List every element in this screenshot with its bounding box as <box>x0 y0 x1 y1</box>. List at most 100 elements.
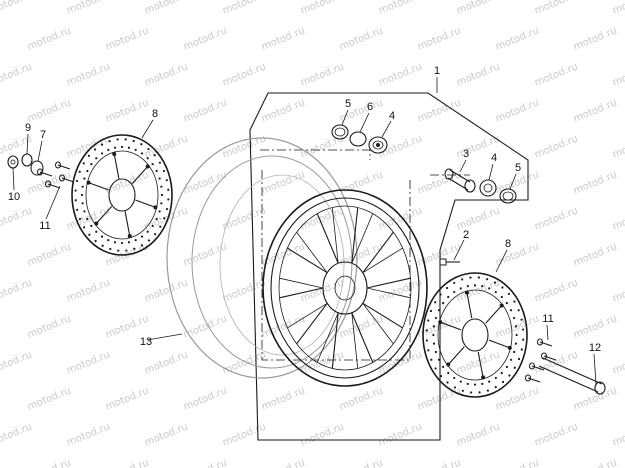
disc-hole <box>160 193 164 197</box>
watermark-text: motod.ru <box>26 313 73 340</box>
watermark-text: motod.ru <box>26 97 73 124</box>
disc-hole <box>159 225 162 228</box>
watermark-text: motod.ru <box>104 25 151 52</box>
disc-hole <box>439 374 443 378</box>
watermark-text: motod.ru <box>299 277 346 304</box>
disc-hole <box>442 302 445 305</box>
disc-bolt <box>481 375 486 380</box>
carrier-arm <box>131 166 149 184</box>
disc-hole <box>107 239 110 242</box>
circlip-right <box>499 188 517 204</box>
disc-hole <box>81 202 84 205</box>
carrier-arm <box>113 153 120 179</box>
spoke-line <box>316 213 339 264</box>
watermark-text: motod.ru <box>0 277 34 304</box>
disc-hole <box>133 247 136 250</box>
watermark-text: motod.ru <box>455 0 502 17</box>
disc-hole <box>93 148 97 151</box>
callout-labels: 1 5 6 4 8 9 7 10 11 13 2 3 4 5 8 11 12 <box>8 65 601 354</box>
watermark-text: motod.ru <box>0 349 34 376</box>
oil-seal <box>30 160 44 176</box>
watermark-text: motod.ru <box>104 457 151 468</box>
disc-hole <box>113 146 117 149</box>
watermark-text: motod.ru <box>494 97 541 124</box>
disc-hole <box>83 177 86 180</box>
disc-hole <box>134 148 137 151</box>
carrier-arm <box>485 305 503 324</box>
disc-hole <box>432 342 436 345</box>
watermark-text: motod.ru <box>0 0 34 17</box>
disc-hole <box>432 333 435 337</box>
watermark-text: motod.ru <box>572 169 619 196</box>
disc-hole <box>160 202 163 205</box>
disc-bolt <box>145 164 150 169</box>
disc-hole <box>501 380 505 384</box>
spoke-line <box>287 302 328 329</box>
watermark-text: motod.ru <box>416 25 463 52</box>
disc-right-carrier <box>425 276 525 394</box>
disc-hole <box>74 189 77 192</box>
disc-hole <box>453 386 456 389</box>
watermark-text: motod.ru <box>299 61 346 88</box>
disc-hole <box>430 358 433 361</box>
disc-hole <box>108 140 111 143</box>
disc-hole <box>88 233 91 236</box>
disc-hole <box>86 217 89 221</box>
disc-hole <box>488 287 491 290</box>
watermark-text: motod.ru <box>182 169 229 196</box>
watermark-text: motod.ru <box>143 0 190 17</box>
disc-hole <box>95 157 98 160</box>
callout-circlip-right: 5 <box>515 162 521 174</box>
watermark-text: motod.ru <box>260 169 307 196</box>
callout-spacer: 3 <box>463 148 469 160</box>
disc-hole <box>500 371 503 375</box>
watermark-text: motod.ru <box>572 25 619 52</box>
disc-hole <box>140 143 143 146</box>
disc-hole <box>501 286 504 289</box>
disc-hole <box>165 179 168 182</box>
disc-hole <box>151 224 154 227</box>
disc-hole <box>146 230 149 233</box>
watermark-text: motod.ru <box>455 277 502 304</box>
disc-bolt <box>86 180 91 185</box>
watermark-text: motod.ru <box>182 385 229 412</box>
disc-hole <box>520 318 523 321</box>
disc-hole <box>425 339 428 342</box>
disc-hole <box>434 301 437 304</box>
watermark-text: motod.ru <box>65 61 112 88</box>
watermark-text: motod.ru <box>338 241 385 268</box>
watermark-text: motod.ru <box>533 61 580 88</box>
watermark-text: motod.ru <box>104 385 151 412</box>
watermark-text: motod.ru <box>0 205 34 232</box>
watermark-text: motod.ru <box>416 385 463 412</box>
disc-hole <box>158 161 161 164</box>
spoke-line <box>351 312 374 363</box>
disc-hole <box>120 145 124 149</box>
watermark-text: motod.ru <box>260 25 307 52</box>
disc-hole <box>160 185 163 188</box>
disc-hole <box>473 284 477 287</box>
disc-hole <box>100 235 104 238</box>
spoke-line <box>279 287 324 299</box>
watermark-text: motod.ru <box>221 349 268 376</box>
disc-hole <box>147 239 151 242</box>
spoke-line <box>351 213 374 264</box>
disc-hole <box>158 210 161 213</box>
watermark-text: motod.ru <box>494 241 541 268</box>
callout-disc-left: 8 <box>152 108 158 120</box>
watermark-text: motod.ru <box>65 0 112 17</box>
spacer-tube <box>444 168 476 193</box>
watermark-text: motod.ru <box>494 25 541 52</box>
watermark-text: motod.ru <box>377 421 424 448</box>
axle-bolt <box>439 258 460 266</box>
watermark-text: motod.ru <box>104 169 151 196</box>
disc-hole <box>481 382 484 385</box>
watermark-text: motod.ru <box>299 421 346 448</box>
watermark-text: motod.ru <box>143 421 190 448</box>
watermark-text: motod.ru <box>494 457 541 468</box>
spoke-line <box>362 303 394 345</box>
watermark-text: motod.ru <box>533 205 580 232</box>
disc-hole <box>517 357 521 361</box>
callout-axle-bolt: 2 <box>463 229 469 241</box>
